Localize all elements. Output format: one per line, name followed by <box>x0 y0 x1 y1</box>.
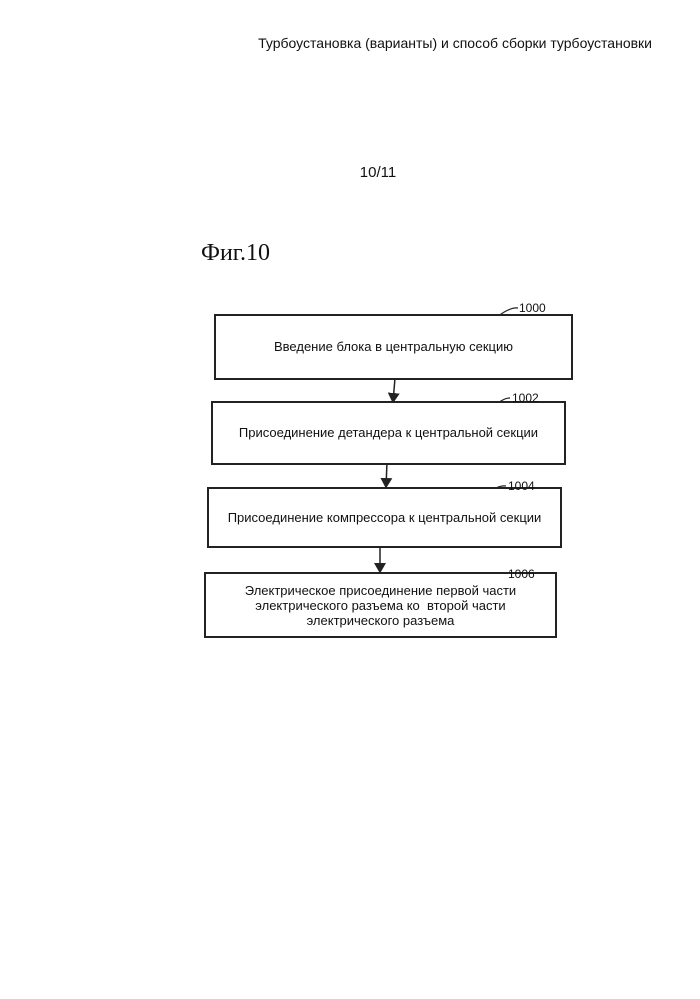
flow-step-text-line-1: Электрическое присоединение первой части <box>245 583 516 598</box>
flow-step-text: Введение блока в центральную секцию <box>274 339 513 355</box>
flow-step-text-line-3: электрического разъема <box>245 613 516 628</box>
arrow-1000-1002 <box>393 378 395 402</box>
flow-step-1000: Введение блока в центральную секцию <box>214 314 573 380</box>
flow-step-text: Присоединение детандера к центральной се… <box>239 425 538 441</box>
ref-label-1006: 1006 <box>508 567 535 581</box>
ref-label-1004: 1004 <box>508 479 535 493</box>
ref-label-1002: 1002 <box>512 391 539 405</box>
flow-step-1002: Присоединение детандера к центральной се… <box>211 401 566 465</box>
flow-step-1006: Электрическое присоединение первой части… <box>204 572 557 638</box>
flow-step-1004: Присоединение компрессора к центральной … <box>207 487 562 548</box>
arrow-1002-1004 <box>386 462 387 487</box>
ref-label-1000: 1000 <box>519 301 546 315</box>
flow-step-text: Присоединение компрессора к центральной … <box>228 510 542 526</box>
flow-step-text-line-2: электрического разъема ко второй части <box>245 598 516 613</box>
